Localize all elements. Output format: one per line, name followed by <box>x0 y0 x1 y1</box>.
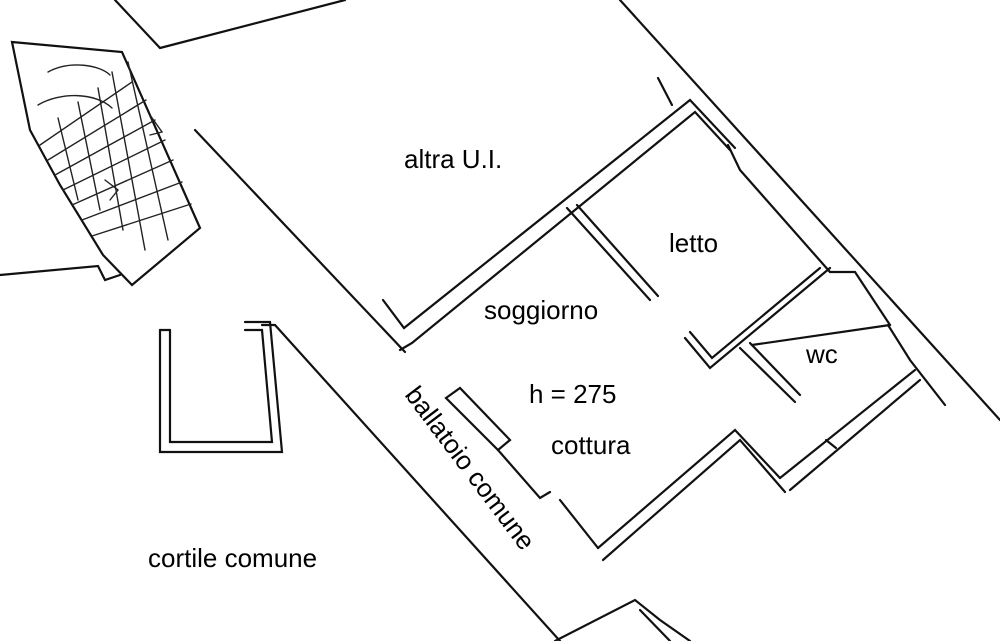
room-label-altra-ui: altra U.I. <box>404 144 503 174</box>
courtyard-structure <box>158 320 284 454</box>
room-label-letto: letto <box>669 228 719 258</box>
outer-boundary <box>0 0 1000 422</box>
room-label-soggiorno: soggiorno <box>484 295 599 325</box>
staircase <box>10 40 202 287</box>
room-label-cottura: cottura <box>551 430 631 460</box>
ceiling-height-note: h = 275 <box>529 379 617 409</box>
area-label-cortile-comune: cortile comune <box>148 543 318 573</box>
room-label-wc: wc <box>806 339 838 369</box>
diagonal-walls <box>193 128 562 641</box>
bottom-stair-fragment <box>553 598 692 641</box>
apartment-walls <box>381 76 947 562</box>
